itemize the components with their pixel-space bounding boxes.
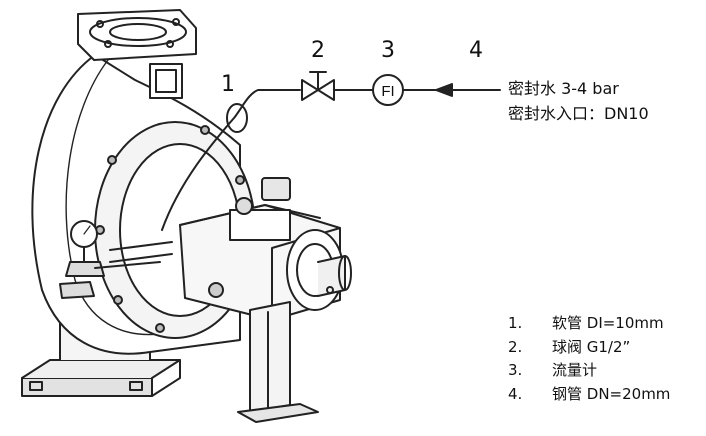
legend-item: 4. 钢管 DN=20mm — [508, 383, 670, 407]
pressure-gauge — [59, 220, 161, 299]
bearing-support-foot — [237, 301, 319, 423]
legend-number: 1. — [508, 314, 523, 332]
flow-arrow-icon — [435, 83, 453, 97]
legend-text: 软管 DI=10mm — [552, 314, 664, 332]
discharge-flange — [77, 9, 197, 99]
legend-number: 3. — [508, 361, 523, 379]
legend-number: 2. — [508, 337, 523, 356]
legend-item: 3. 流量计 — [508, 359, 670, 383]
parts-legend: 1. 软管 DI=10mm 2. 球阀 G1/2” 3. 流量计 4. 钢管 DN=20… — [508, 312, 670, 406]
legend-item: 1. 软管 DI=10mm — [508, 312, 670, 336]
callout-2: 2 — [311, 38, 325, 63]
hose — [161, 89, 301, 231]
callout-4: 4 — [469, 38, 483, 63]
hose-coil — [226, 103, 248, 133]
seal-water-inlet: 密封水入口：DN10 — [508, 104, 649, 123]
callout-1: 1 — [221, 72, 235, 97]
legend-text: 钢管 DN=20mm — [552, 384, 671, 403]
flow-meter-tag: FI — [381, 83, 394, 100]
seal-water-pressure: 密封水 3-4 bar — [508, 79, 619, 98]
seal-water-line — [161, 71, 501, 231]
legend-text: 流量计 — [552, 361, 598, 379]
casing-stud — [109, 241, 173, 263]
legend-number: 4. — [508, 384, 523, 403]
legend-text: 球阀 G1/2” — [552, 337, 631, 356]
legend-item: 2. 球阀 G1/2” — [508, 336, 670, 360]
callout-3: 3 — [381, 38, 395, 63]
bearing-end-cover — [286, 229, 352, 311]
